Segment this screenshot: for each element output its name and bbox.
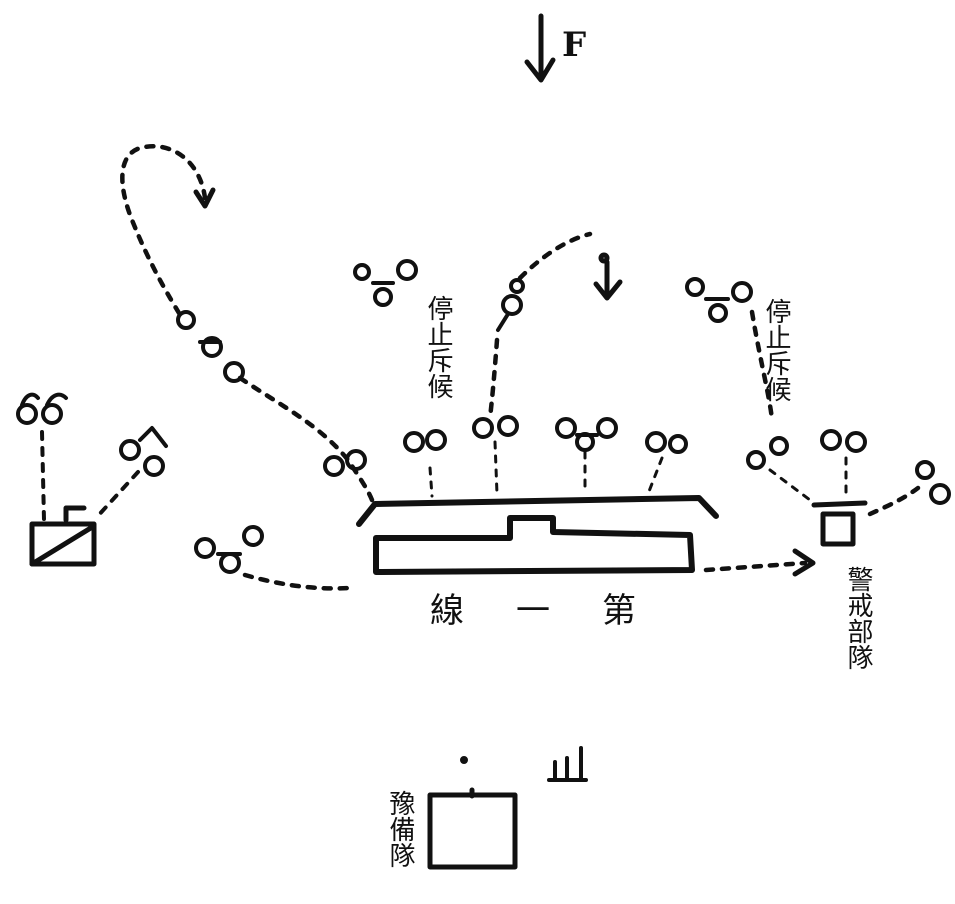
guard-unit-label: 警戒部隊 <box>843 566 873 670</box>
left-advance-path <box>237 375 375 503</box>
middle-loop-arrowhead-icon <box>593 252 623 301</box>
left-patrol-loop-path <box>120 144 208 321</box>
reserve-label: 豫備隊 <box>385 790 415 868</box>
halt-sentry-label-left: 停止斥候 <box>423 295 453 399</box>
outer-sentry-link-path <box>867 485 921 517</box>
line-to-guard-arrowhead-icon <box>792 548 816 577</box>
middle-upper-patrol <box>496 278 525 332</box>
halt-sentry-group-right <box>685 277 753 323</box>
first-line-label: 線一第 <box>430 591 688 631</box>
halt-right-link-path <box>749 309 775 423</box>
halt-sentry-group-left <box>353 259 418 307</box>
lower-left-path <box>242 572 353 591</box>
halt-left-link-path <box>487 337 500 421</box>
left-flank-links <box>40 430 140 522</box>
direction-label: F <box>562 25 586 65</box>
left-flank-post <box>29 505 97 567</box>
reserve-position <box>427 787 518 870</box>
first-line-position <box>356 495 719 575</box>
front-sentry-links <box>428 440 848 502</box>
lower-left-sentries <box>194 525 264 574</box>
outer-sentry-right <box>915 460 951 505</box>
front-sentry-groups <box>323 415 867 477</box>
line-to-guard-arrow-path <box>703 560 808 573</box>
middle-patrol-loop-path <box>517 231 593 281</box>
left-loop-arrowhead-icon <box>193 187 216 209</box>
direction-arrow-icon <box>524 13 556 83</box>
guard-post <box>811 500 868 547</box>
flag-mark-icon <box>460 746 588 782</box>
halt-sentry-label-right: 停止斥候 <box>761 298 791 402</box>
left-flank-sentries <box>16 392 168 477</box>
left-patrol-group <box>176 310 245 383</box>
